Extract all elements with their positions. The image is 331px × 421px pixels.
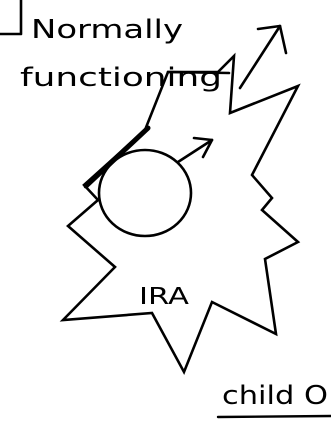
bottom-underline bbox=[218, 416, 331, 417]
label-child: child O bbox=[222, 381, 328, 411]
label-functioning: functioning bbox=[20, 63, 222, 93]
label-ira: IRA bbox=[139, 284, 189, 310]
label-normally: Normally bbox=[31, 15, 183, 45]
